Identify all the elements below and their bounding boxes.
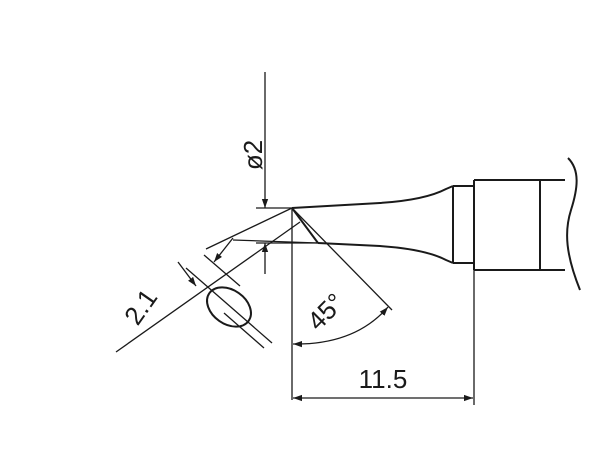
tip-outline xyxy=(291,157,581,291)
angle-dimension xyxy=(291,207,393,400)
tip-collar xyxy=(452,185,474,264)
diameter-dimension xyxy=(256,72,318,274)
diameter-label: ø2 xyxy=(238,140,268,170)
length-label: 11.5 xyxy=(359,364,408,394)
angle-label: 45° xyxy=(301,287,350,336)
tip-taper-bottom xyxy=(317,242,454,264)
tip-break-line xyxy=(566,157,581,291)
bevel-width-dimension xyxy=(115,207,319,353)
bevel-face-ellipse xyxy=(206,286,252,328)
length-dimension xyxy=(293,270,475,405)
tip-bevel-face xyxy=(291,207,319,244)
tip-barrel xyxy=(473,179,565,271)
tip-taper-top xyxy=(291,185,454,209)
